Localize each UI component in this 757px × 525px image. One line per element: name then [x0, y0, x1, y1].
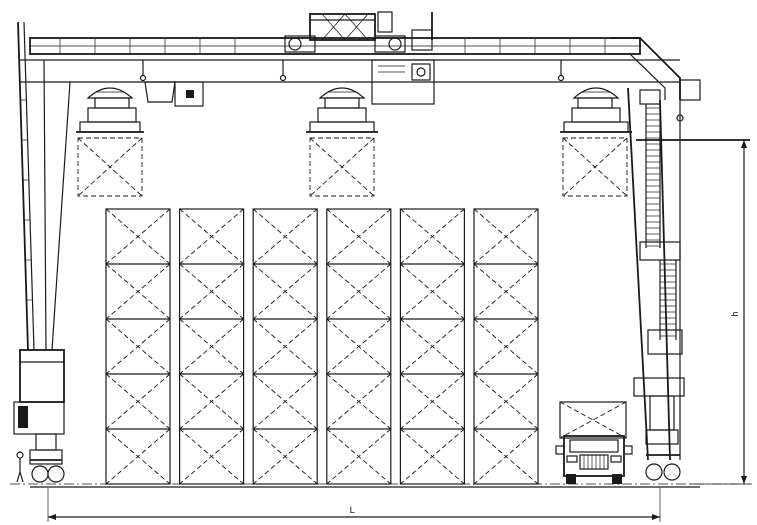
height-dimension [690, 140, 752, 485]
right-leg [627, 87, 750, 481]
container-cross [105, 373, 171, 430]
container-cross [179, 318, 244, 375]
height-label: h [731, 311, 741, 317]
container-cross [179, 263, 244, 320]
container-cross [252, 263, 318, 320]
container-cross [473, 318, 539, 375]
container-cross [179, 208, 244, 265]
trolley [284, 11, 435, 105]
container-cross [252, 208, 318, 265]
container-cross [326, 373, 392, 430]
container-cross [400, 263, 465, 320]
container-cross [105, 428, 171, 485]
container-cross [473, 373, 539, 430]
container-cross [400, 208, 465, 265]
spreader-center [306, 87, 378, 197]
container-cross [105, 208, 171, 265]
container-cross [473, 263, 539, 320]
container-column [326, 208, 392, 485]
container-cross [473, 428, 539, 485]
container-column [473, 208, 539, 485]
container-cross [326, 208, 392, 265]
container-column [252, 208, 318, 485]
container-cross [252, 373, 318, 430]
span-label: L [349, 506, 354, 516]
girder-fittings [139, 60, 684, 122]
container-column [105, 208, 171, 485]
container-cross [179, 373, 244, 430]
container-stack [105, 208, 539, 485]
container-cross [252, 428, 318, 485]
container-column [179, 208, 245, 485]
container-cross [105, 263, 171, 320]
container-cross [326, 263, 392, 320]
spreader-left [76, 87, 144, 197]
container-cross [252, 318, 318, 375]
container-cross [400, 318, 465, 375]
container-cross [326, 428, 392, 485]
left-leg [13, 21, 71, 483]
container-cross [400, 428, 465, 485]
container-cross [400, 373, 465, 430]
spreader-right [560, 87, 632, 197]
span-dimension [47, 488, 661, 522]
container-cross [473, 208, 539, 265]
container-cross [105, 318, 171, 375]
container-column [399, 208, 465, 485]
truck [555, 401, 633, 484]
main-girder [20, 37, 701, 101]
container-cross [179, 428, 244, 485]
container-cross [326, 318, 392, 375]
